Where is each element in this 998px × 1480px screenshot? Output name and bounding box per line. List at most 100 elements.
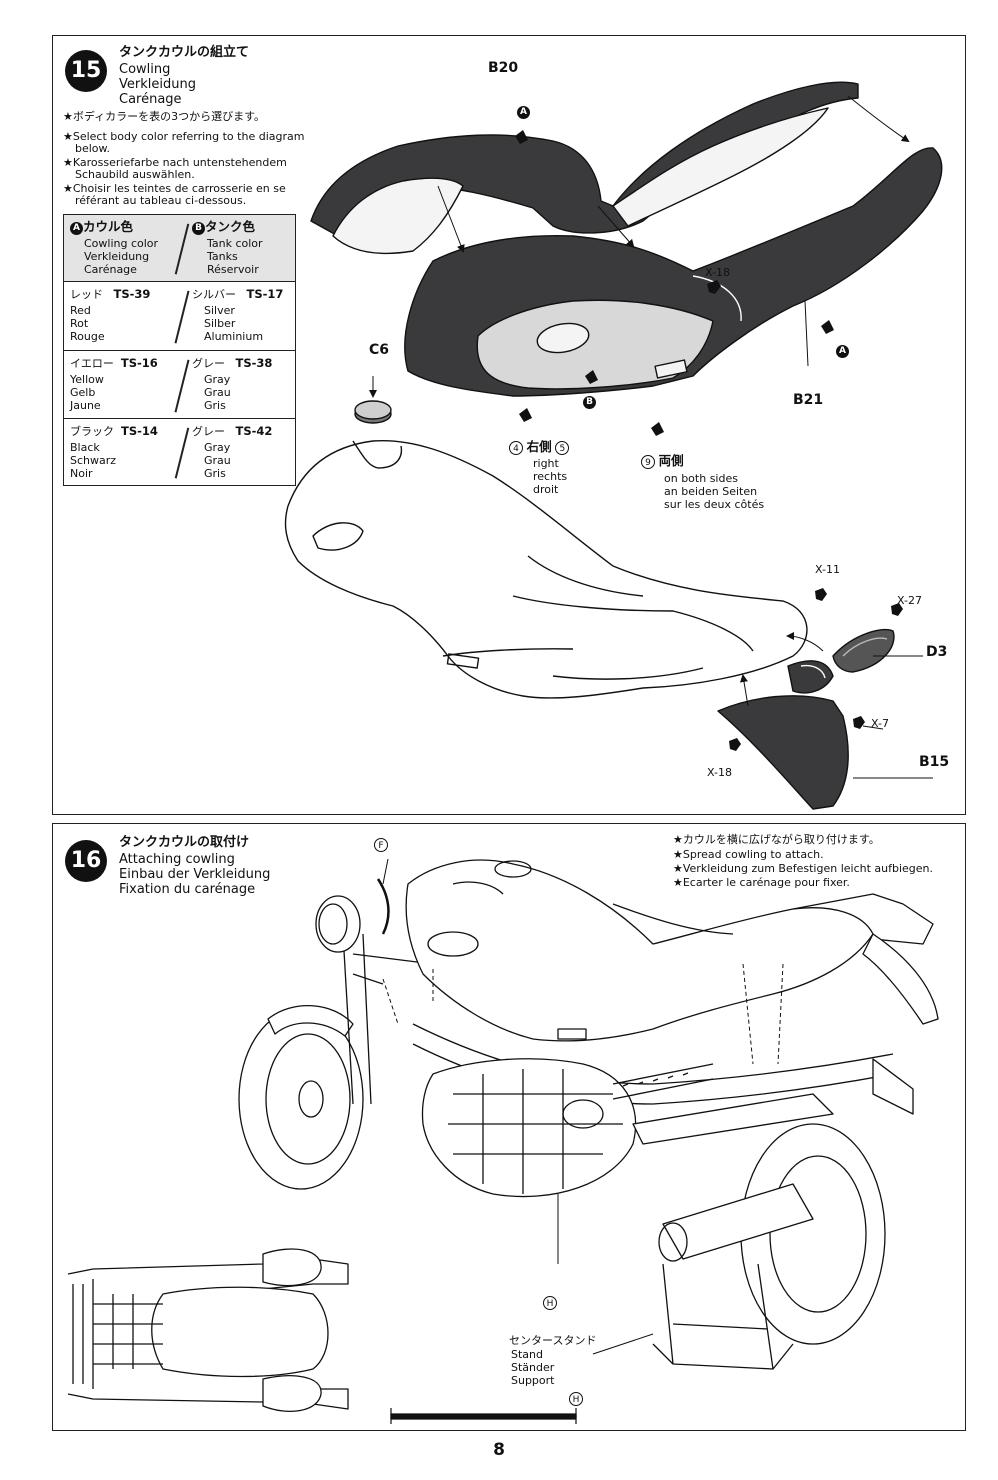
cell-a-de: Schwarz — [70, 454, 117, 467]
marker-b-icon: B — [583, 396, 596, 409]
cell-a-de: Gelb — [70, 386, 96, 399]
note-line: ★Ecarter le carénage pour fixer. — [673, 876, 850, 889]
head-b-jp: タンク色 — [205, 219, 256, 234]
screw-x7-icon — [853, 716, 865, 729]
cell-a-fr: Rouge — [70, 330, 105, 343]
cell-b-jp: グレー — [192, 357, 225, 370]
cell-b-en: Gray — [204, 373, 231, 386]
note-line: référant au tableau ci-dessous. — [75, 194, 247, 207]
step-16-panel: 16 タンクカウルの取付け Attaching cowling Einbau d… — [52, 823, 966, 1431]
cell-a-fr: Noir — [70, 467, 93, 480]
screw-label-x27: X-27 — [897, 594, 922, 607]
note-line: ★カウルを横に広げながら取り付けます。 — [673, 833, 880, 846]
cell-b-de: Silber — [204, 317, 236, 330]
title-fr: Carénage — [119, 92, 182, 107]
cell-b-code: TS-38 — [235, 356, 273, 370]
cell-b-en: Gray — [204, 441, 231, 454]
callout-en: right — [533, 457, 559, 470]
stand-label-jp: センタースタンド — [509, 1334, 597, 1347]
stand-label-en: Stand — [511, 1348, 543, 1361]
pointer-icon — [519, 408, 532, 422]
screw-x11-icon — [815, 588, 827, 601]
cell-b-fr: Gris — [204, 467, 226, 480]
number-circle: 5 — [555, 440, 570, 455]
screw-x18-icon — [729, 738, 741, 751]
cell-b-en: Silver — [204, 304, 235, 317]
marker-f: F — [374, 838, 388, 852]
marker-h-icon: H — [569, 1392, 583, 1406]
screw-label-x18: X-18 — [707, 766, 732, 779]
head-a-de: Verkleidung — [84, 250, 150, 263]
tail-b15-part — [717, 695, 849, 810]
head-a-jp: カウル色 — [83, 219, 134, 234]
stand-label-de: Ständer — [511, 1361, 555, 1374]
note-line: ★Karosseriefarbe nach untenstehendem — [63, 156, 287, 169]
pointer-icon — [821, 320, 834, 334]
title-jp: タンクカウルの取付け — [119, 835, 250, 850]
number-circle: 4 — [509, 440, 523, 455]
callout-fr: sur les deux côtés — [664, 498, 765, 511]
cell-a-fr: Jaune — [70, 399, 101, 412]
cell-a-en: Black — [70, 441, 100, 454]
title-de: Einbau der Verkleidung — [119, 867, 271, 882]
pointer-icon — [651, 422, 664, 436]
step-number-15: 15 — [65, 50, 107, 92]
cowl-b20-part — [310, 81, 859, 237]
callout-both-sides: 9 両側 — [641, 454, 684, 469]
cell-a-code: TS-39 — [113, 287, 151, 301]
pointer-icon — [515, 130, 528, 144]
head-b-fr: Réservoir — [207, 263, 259, 276]
screw-x27-icon — [891, 603, 903, 616]
color-row-2: イエロー TS-16 Yellow Gelb Jaune グレー TS-38 G… — [64, 351, 295, 419]
callout-jp: 右側 — [526, 439, 552, 454]
note-line: ★Spread cowling to attach. — [673, 848, 824, 861]
cell-a-jp: レッド — [70, 288, 103, 301]
color-row-1: レッド TS-39 Red Rot Rouge シルバー TS-17 Silve… — [64, 282, 295, 351]
note-line: ★Verkleidung zum Befestigen leicht aufbi… — [673, 862, 934, 875]
screw-label-x11: X-11 — [815, 563, 840, 576]
cell-b-de: Grau — [204, 386, 231, 399]
cell-a-jp: ブラック — [70, 425, 114, 438]
part-label-b21: B21 — [793, 392, 824, 408]
tank-cowl — [405, 859, 874, 1042]
marker-f-icon: F — [374, 838, 388, 852]
title-fr: Fixation du carénage — [119, 882, 256, 897]
marker-a-icon: A — [70, 221, 83, 235]
number-circle: 9 — [641, 454, 655, 469]
cell-b-jp: シルバー — [192, 288, 236, 301]
note-line: below. — [75, 142, 111, 155]
cell-a-jp: イエロー — [70, 357, 114, 370]
part-label-c6: C6 — [369, 342, 390, 358]
motorcycle-illustration — [67, 858, 939, 1424]
callout-de: an beiden Seiten — [664, 485, 758, 498]
cell-b-de: Grau — [204, 454, 231, 467]
part-label-b15: B15 — [919, 754, 950, 770]
callout-en: on both sides — [664, 472, 738, 485]
step-15-panel: 15 タンクカウルの組立て Cowling Verkleidung Caréna… — [52, 35, 966, 815]
marker-h: H — [543, 1296, 557, 1310]
title-en: Cowling — [119, 62, 171, 77]
marker-h-icon: H — [543, 1296, 557, 1310]
cowling-assembly-illustration — [284, 81, 943, 810]
cell-b-code: TS-17 — [246, 287, 284, 301]
cell-a-en: Red — [70, 304, 91, 317]
center-stand — [652, 1263, 794, 1370]
marker-h-scale: H — [569, 1392, 583, 1406]
cell-a-code: TS-14 — [121, 424, 158, 438]
title-jp: タンクカウルの組立て — [119, 45, 250, 60]
cell-b-fr: Aluminium — [204, 330, 264, 343]
head-a-fr: Carénage — [84, 263, 137, 276]
screw-label-x7: X-7 — [871, 717, 889, 730]
note-line: Schaubild auswählen. — [75, 168, 195, 181]
note-line: ★ボディカラーを表の3つから選びます。 — [63, 110, 265, 123]
cell-b-jp: グレー — [192, 425, 225, 438]
cell-b-fr: Gris — [204, 399, 226, 412]
step-number-16: 16 — [65, 840, 107, 882]
head-b-en: Tank color — [207, 237, 263, 250]
cell-a-de: Rot — [70, 317, 89, 330]
note-line: ★Select body color referring to the diag… — [63, 130, 305, 143]
callout-fr: droit — [533, 483, 559, 496]
callout-jp: 両側 — [658, 453, 684, 468]
